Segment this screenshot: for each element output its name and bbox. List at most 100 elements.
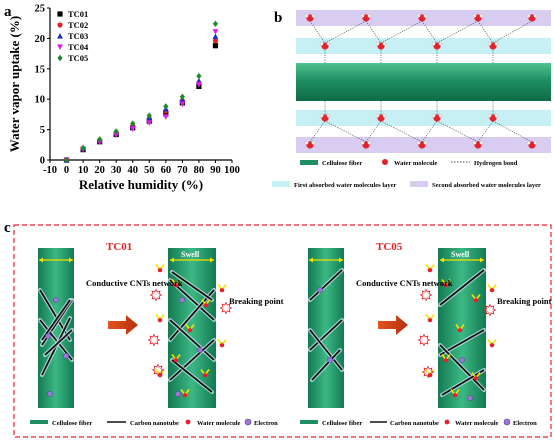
hydrogen-bond — [309, 120, 326, 143]
panel-c-border — [13, 224, 552, 438]
carbon-nanotube — [309, 269, 343, 301]
water-molecule — [217, 284, 227, 293]
first-layer-top — [296, 38, 551, 54]
swell-arrow-right-after — [440, 257, 484, 263]
legend-first-layer-label: First absorbed water molecules layer — [294, 182, 397, 189]
electron — [47, 391, 53, 397]
legend-label: TC04 — [68, 42, 89, 52]
hydrogen-bond — [436, 20, 479, 44]
legend-second-layer-swatch — [410, 181, 428, 187]
water-molecule — [155, 314, 165, 323]
legend-fiber-label: Cellulose fiber — [322, 160, 362, 167]
carbon-nanotube — [441, 369, 485, 396]
breaking-point-mark — [149, 288, 163, 302]
x-tick-label: 50 — [144, 165, 155, 176]
y-tick-label: 5 — [40, 125, 45, 136]
water-molecule — [472, 13, 484, 22]
water-molecule — [431, 41, 443, 50]
legend-c-cnt-label: Carbon nanotube — [130, 420, 179, 427]
hydrogen-bond — [324, 120, 367, 143]
legend-c-fiber-label: Cellulose fiber — [52, 420, 92, 427]
data-point — [212, 43, 219, 49]
water-molecule — [471, 372, 481, 381]
electron — [45, 333, 51, 339]
legend-label: TC05 — [68, 53, 88, 63]
water-molecule — [416, 140, 428, 149]
water-and-electrons — [45, 264, 497, 401]
water-molecule — [441, 354, 451, 363]
water-molecule — [487, 113, 499, 122]
electron — [63, 353, 69, 359]
x-tick-label: 30 — [111, 165, 122, 176]
series-tc05 — [63, 20, 219, 164]
water-molecule — [526, 140, 538, 149]
legend-second-layer-label: Second absorbed water molecules layer — [432, 182, 541, 189]
carbon-nanotube — [439, 269, 485, 306]
water-molecule — [375, 113, 387, 122]
cellulose-fiber — [296, 63, 551, 101]
electron — [327, 357, 333, 363]
breaking-point-mark — [417, 333, 431, 347]
electron — [179, 297, 185, 303]
water-molecule — [416, 13, 428, 22]
legend-water-icon — [382, 159, 388, 165]
data-point — [80, 144, 86, 152]
water-molecule — [319, 113, 331, 122]
breaking-marks — [147, 288, 497, 379]
electron — [317, 287, 323, 293]
carbon-nanotube — [171, 359, 213, 393]
data-point — [146, 112, 152, 119]
legend-label: TC01 — [68, 9, 88, 19]
legend-fiber-swatch — [300, 160, 318, 165]
carbon-nanotube — [309, 319, 343, 351]
water-molecule — [217, 339, 227, 348]
y-tick-label: 0 — [40, 156, 45, 167]
transform-arrow-tc01 — [108, 315, 138, 335]
breaking-label-tc01: Breaking point — [229, 296, 284, 306]
y-tick-label: 25 — [35, 4, 46, 15]
legend-marker — [57, 44, 63, 51]
electron — [467, 395, 473, 401]
legend-hbond-label: Hydrogen bond — [474, 160, 518, 167]
water-molecule — [450, 389, 460, 398]
water-molecule — [171, 279, 181, 288]
legend-first-layer-swatch — [272, 181, 290, 187]
network-label-tc01: Conductive CNTs network — [86, 278, 183, 288]
water-molecule — [171, 354, 181, 363]
electron — [459, 357, 465, 363]
data-point — [113, 132, 120, 139]
hydrogen-bond — [365, 120, 382, 143]
water-molecule — [319, 41, 331, 50]
water-molecule — [487, 284, 497, 293]
legend-marker — [57, 11, 63, 17]
data-point — [146, 120, 153, 127]
carbon-nanotube — [169, 339, 215, 381]
swelling-diagram: Swell Swell TC01 TC05 Conductive CNTs ne… — [38, 241, 552, 408]
hydrogen-bond — [380, 20, 423, 44]
hydrogen-bond — [492, 20, 533, 44]
hydrogen-bond — [309, 20, 326, 44]
legend-c-water-icon — [185, 419, 191, 425]
data-point — [162, 114, 169, 120]
y-tick-label: 15 — [35, 64, 46, 75]
data-point — [196, 82, 202, 88]
first-layer-bottom — [296, 110, 551, 126]
legend-water-label: Water molecule — [394, 160, 437, 167]
water-molecule — [180, 389, 190, 398]
electron — [53, 297, 59, 303]
water-molecule — [431, 113, 443, 122]
water-molecule — [375, 41, 387, 50]
title-tc05: TC05 — [376, 241, 403, 253]
x-tick-label: 20 — [94, 165, 105, 176]
swell-label-tc01: Swell — [181, 250, 200, 259]
x-tick-label: 90 — [210, 165, 221, 176]
data-point — [113, 128, 119, 135]
water-molecule — [360, 140, 372, 149]
legend-marker — [57, 54, 63, 62]
breaking-label-tc05: Breaking point — [497, 296, 552, 306]
legend-marker — [57, 22, 63, 28]
carbon-nanotube — [309, 329, 343, 371]
hydrogen-bond — [324, 20, 367, 44]
